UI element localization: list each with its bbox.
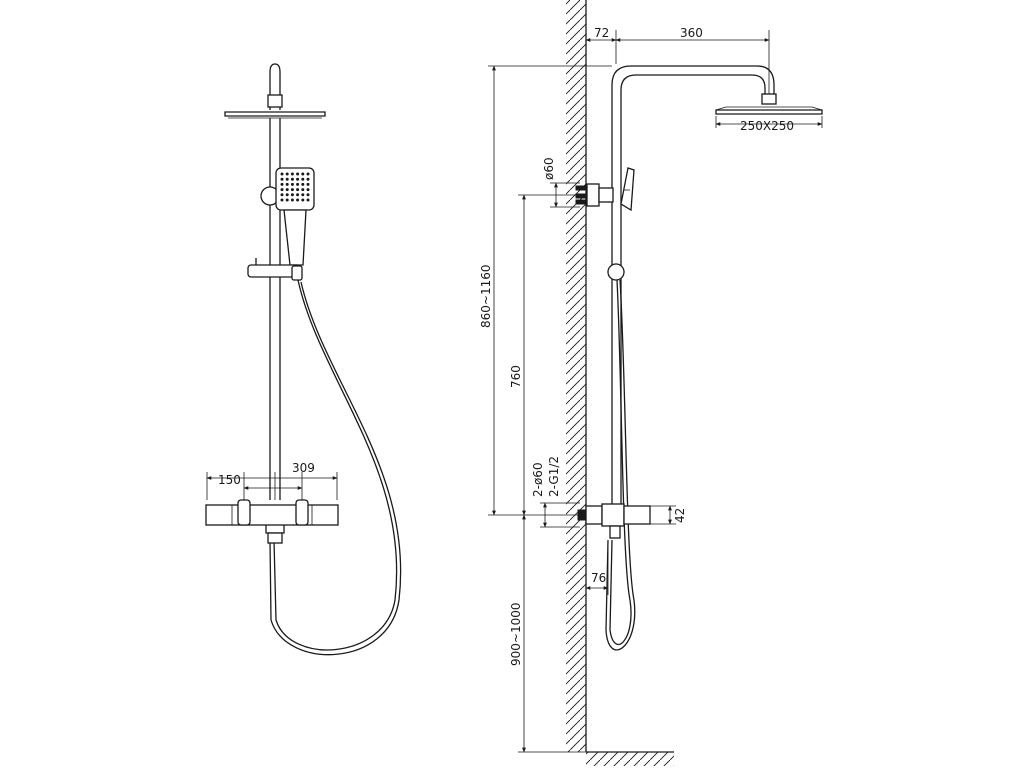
nozzle-dot	[290, 198, 294, 202]
nozzle-dot	[301, 193, 305, 197]
dim-360: 360	[680, 26, 703, 40]
nozzle-dot	[285, 182, 289, 186]
nozzle-dot	[301, 198, 305, 202]
side-mixer	[577, 503, 651, 539]
dim-250x250: 250X250	[740, 119, 794, 133]
nozzle-dot	[280, 198, 284, 202]
nozzle-dot	[285, 172, 289, 176]
nozzle-dot	[285, 193, 289, 197]
side-slider-knob	[607, 263, 625, 281]
nozzle-dot	[290, 172, 294, 176]
nozzle-dot	[285, 198, 289, 202]
nozzle-dot	[306, 198, 310, 202]
nozzle-dot	[280, 182, 284, 186]
front-head-connector	[267, 94, 283, 108]
nozzle-dot	[296, 177, 300, 181]
dim-42: 42	[673, 508, 687, 523]
side-hose	[609, 279, 632, 645]
nozzle-dot	[290, 177, 294, 181]
dim-2-o60: 2-ø60	[531, 462, 545, 497]
dim-760: 760	[509, 365, 523, 388]
dim-72: 72	[594, 26, 609, 40]
front-hose	[273, 279, 398, 651]
nozzle-dot	[306, 182, 310, 186]
side-upper-bracket	[575, 183, 614, 207]
nozzle-dot	[285, 177, 289, 181]
nozzle-dot	[280, 172, 284, 176]
front-gooseneck	[269, 63, 281, 110]
front-mixer-bar	[205, 499, 339, 544]
side-hand-shower	[620, 167, 635, 212]
nozzle-dot	[296, 198, 300, 202]
front-rain-head	[224, 111, 326, 119]
side-riser-arm	[611, 65, 777, 505]
nozzle-dot	[285, 188, 289, 192]
nozzle-dot	[296, 182, 300, 186]
nozzle-dot	[306, 177, 310, 181]
front-dimensions: 150 309	[206, 461, 338, 500]
nozzle-dot	[296, 172, 300, 176]
nozzle-dot	[306, 193, 310, 197]
nozzle-dot	[280, 177, 284, 181]
nozzle-dot	[290, 182, 294, 186]
side-dimensions: 72 360 250X250 ø60 860~1160 760	[479, 26, 823, 753]
nozzle-dot	[306, 172, 310, 176]
dim-860-1160: 860~1160	[479, 265, 493, 329]
nozzle-dot	[301, 182, 305, 186]
nozzle-dot	[301, 177, 305, 181]
nozzle-dot	[290, 193, 294, 197]
nozzle-dot	[280, 193, 284, 197]
nozzle-dot	[306, 188, 310, 192]
side-view: 72 360 250X250 ø60 860~1160 760	[479, 0, 823, 766]
dim-2-g1-2: 2-G1/2	[547, 456, 561, 497]
dim-o60: ø60	[542, 157, 556, 180]
front-view: 150 309	[205, 63, 402, 656]
nozzle-dot	[301, 172, 305, 176]
side-rain-head	[715, 106, 823, 115]
hand-shower-nozzles	[280, 172, 310, 202]
nozzle-dot	[301, 188, 305, 192]
nozzle-dot	[296, 193, 300, 197]
front-hand-shower	[275, 167, 315, 266]
dim-76: 76	[591, 571, 606, 585]
front-slider	[247, 258, 303, 281]
nozzle-dot	[296, 188, 300, 192]
dim-309: 309	[292, 461, 315, 475]
nozzle-dot	[280, 188, 284, 192]
dim-150: 150	[218, 473, 241, 487]
dim-900-1000: 900~1000	[509, 603, 523, 667]
nozzle-dot	[290, 188, 294, 192]
